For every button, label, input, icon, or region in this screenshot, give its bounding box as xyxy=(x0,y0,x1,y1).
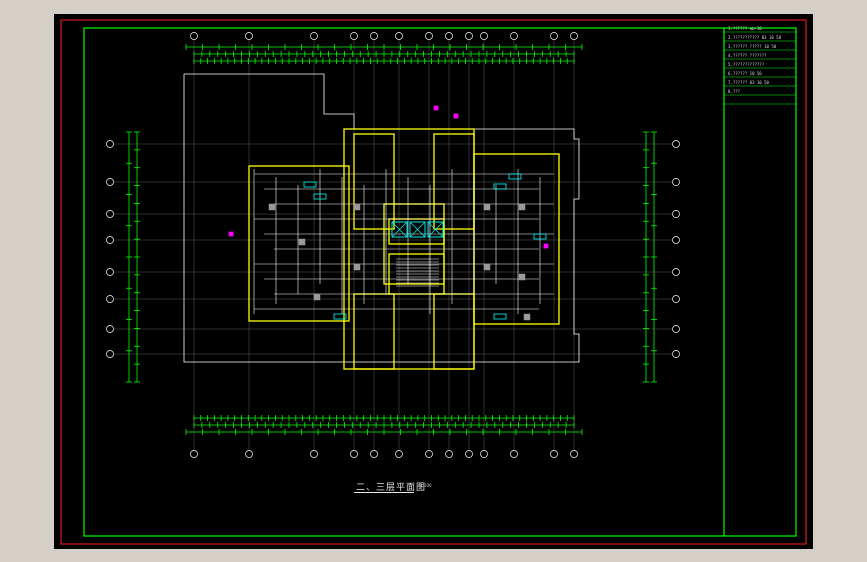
column xyxy=(353,263,361,271)
floor-plan-drawing xyxy=(60,19,807,545)
elevator-cross xyxy=(427,221,444,238)
axis-bubble xyxy=(672,325,680,333)
marker xyxy=(228,231,234,237)
wall-outline xyxy=(353,133,395,230)
outer-frame xyxy=(60,19,807,545)
drawing-sheet: 二、三层平面图 1:100 1.?????? ab-10 2.?????????… xyxy=(54,14,813,549)
title-block-row: 2.??????????? 03 10 50 xyxy=(728,35,781,40)
marker xyxy=(453,113,459,119)
column xyxy=(268,203,276,211)
axis-bubble xyxy=(106,178,114,186)
title-block-row: 6.?????? 10 50 xyxy=(728,71,762,76)
dimension-lines xyxy=(126,44,657,435)
window-detail xyxy=(313,193,327,200)
axis-bubble xyxy=(425,32,433,40)
elevator-shaft xyxy=(427,221,444,238)
axis-bubble xyxy=(672,350,680,358)
axis-bubble xyxy=(672,140,680,148)
axis-bubble xyxy=(190,32,198,40)
axis-bubble xyxy=(480,450,488,458)
axis-bubble xyxy=(350,32,358,40)
axis-bubble xyxy=(106,236,114,244)
window-detail xyxy=(303,181,317,188)
axis-bubble xyxy=(445,32,453,40)
column xyxy=(483,263,491,271)
drawing-scale: 1:100 xyxy=(420,483,432,488)
window-detail xyxy=(508,173,522,180)
title-block: 1.?????? ab-10 2.??????????? 03 10 50 3.… xyxy=(726,24,796,110)
title-block-row: 8.??? xyxy=(728,89,741,94)
axis-bubble xyxy=(465,450,473,458)
window-detail xyxy=(493,313,507,320)
axis-bubble xyxy=(445,450,453,458)
drawing-frames xyxy=(60,19,807,545)
axis-bubble xyxy=(370,32,378,40)
marker xyxy=(543,243,549,249)
title-block-row: 7.?????? 03 10 50 xyxy=(728,80,769,85)
axis-bubble xyxy=(106,140,114,148)
window-detail xyxy=(333,313,347,320)
axis-bubble xyxy=(106,350,114,358)
inner-frame xyxy=(83,27,797,537)
axis-bubble xyxy=(106,210,114,218)
wall-outline xyxy=(433,293,475,370)
column xyxy=(298,238,306,246)
drawing-title: 二、三层平面图 xyxy=(356,483,427,493)
title-block-row: 5.????????????? xyxy=(728,62,765,67)
axis-bubble xyxy=(106,295,114,303)
drawing-title-underline xyxy=(354,492,414,493)
axis-bubble xyxy=(350,450,358,458)
axis-bubble xyxy=(570,32,578,40)
axis-bubble xyxy=(190,450,198,458)
column xyxy=(523,313,531,321)
marker xyxy=(433,105,439,111)
axis-bubble xyxy=(672,210,680,218)
column xyxy=(313,293,321,301)
column xyxy=(518,273,526,281)
axis-bubble xyxy=(510,450,518,458)
elevator-shaft xyxy=(391,221,408,238)
window-detail xyxy=(533,233,547,240)
axis-bubble xyxy=(395,450,403,458)
axis-bubble xyxy=(672,178,680,186)
axis-bubble xyxy=(425,450,433,458)
wall-outline xyxy=(433,133,475,230)
axis-bubble xyxy=(310,32,318,40)
elevator-cross xyxy=(391,221,408,238)
axis-bubble xyxy=(480,32,488,40)
axis-bubble xyxy=(245,450,253,458)
axis-bubble xyxy=(106,268,114,276)
axis-bubble xyxy=(550,450,558,458)
title-block-row: 3.?????? ????? 10 50 xyxy=(728,44,777,49)
elevator-shaft xyxy=(409,221,426,238)
axis-bubble xyxy=(672,236,680,244)
axis-bubble xyxy=(570,450,578,458)
axis-bubble xyxy=(310,450,318,458)
axis-bubble xyxy=(672,268,680,276)
axis-bubble xyxy=(395,32,403,40)
axis-bubble xyxy=(510,32,518,40)
column xyxy=(518,203,526,211)
axis-bubble xyxy=(245,32,253,40)
window-detail xyxy=(493,183,507,190)
axis-bubble xyxy=(672,295,680,303)
axis-bubble xyxy=(370,450,378,458)
axis-grid xyxy=(106,32,680,458)
axis-bubble xyxy=(106,325,114,333)
terrace-outline xyxy=(183,73,580,363)
column xyxy=(483,203,491,211)
floor-plan xyxy=(183,73,580,370)
column xyxy=(353,203,361,211)
axis-bubble xyxy=(465,32,473,40)
axis-bubble xyxy=(550,32,558,40)
elevator-cross xyxy=(409,221,426,238)
title-block-row: 1.?????? ab-10 xyxy=(728,26,762,31)
title-block-row: 4.?????? ??????? xyxy=(728,53,767,58)
wall-outline xyxy=(248,165,350,322)
